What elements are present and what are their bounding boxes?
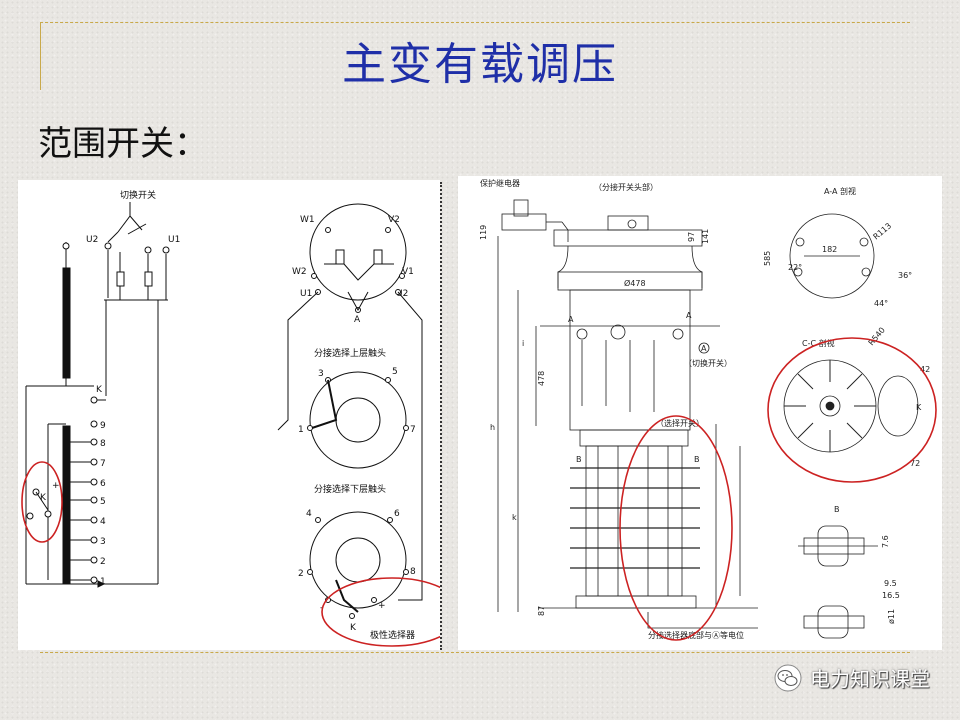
svg-text:K: K xyxy=(40,493,47,503)
upper-contacts-label: 分接选择上层触头 xyxy=(314,347,386,359)
watermark: 电力知识课堂 xyxy=(774,663,930,692)
selector-highlight xyxy=(619,415,733,641)
svg-text:7: 7 xyxy=(100,459,106,469)
svg-text:V2: V2 xyxy=(388,215,400,225)
svg-text:478: 478 xyxy=(537,371,546,386)
svg-text:1: 1 xyxy=(298,425,304,435)
svg-text:44°: 44° xyxy=(874,299,888,308)
svg-text:B: B xyxy=(694,455,700,464)
svg-text:3: 3 xyxy=(318,369,324,379)
svg-text:R540: R540 xyxy=(867,326,887,348)
cc-section-highlight xyxy=(767,337,937,483)
svg-text:6: 6 xyxy=(100,479,106,489)
section-aa-label: A-A 剖视 xyxy=(824,186,856,196)
svg-text:+: + xyxy=(378,601,386,611)
svg-text:6: 6 xyxy=(394,509,400,519)
svg-text:ø11: ø11 xyxy=(887,609,896,624)
svg-text:7: 7 xyxy=(410,425,416,435)
svg-text:R113: R113 xyxy=(872,221,894,241)
top-rule xyxy=(40,22,910,23)
svg-text:72: 72 xyxy=(910,459,920,468)
svg-text:119: 119 xyxy=(479,225,488,240)
svg-text:9: 9 xyxy=(100,421,106,431)
svg-text:U2: U2 xyxy=(396,289,408,299)
schematic-panel: 切换开关 U2 U1 K 9 8 7 6 5 4 3 2 1 xyxy=(18,180,440,650)
svg-text:4: 4 xyxy=(306,509,312,519)
svg-text:87: 87 xyxy=(537,606,546,616)
lower-contacts-label: 分接选择下层触头 xyxy=(314,483,386,495)
svg-text:k: k xyxy=(512,513,517,522)
page-title: 主变有载调压 xyxy=(342,39,618,90)
svg-text:182: 182 xyxy=(822,245,837,254)
svg-text:B: B xyxy=(834,505,840,514)
svg-text:Ø478: Ø478 xyxy=(624,278,646,288)
watermark-text: 电力知识课堂 xyxy=(810,667,930,691)
panel-separator xyxy=(440,182,442,650)
polarity-highlight xyxy=(21,461,63,543)
svg-text:h: h xyxy=(490,423,495,432)
svg-text:585: 585 xyxy=(763,251,772,266)
bottom-note: 分接选择器底部与Ⓐ等电位 xyxy=(648,630,744,640)
relay-label: 保护继电器 xyxy=(480,178,520,188)
wechat-icon xyxy=(774,664,802,691)
svg-text:U1: U1 xyxy=(300,289,312,299)
svg-text:A: A xyxy=(354,315,361,325)
svg-text:9.5: 9.5 xyxy=(884,579,897,588)
svg-text:+: + xyxy=(52,481,60,491)
svg-text:8: 8 xyxy=(100,439,106,449)
u2-label: U2 xyxy=(86,235,98,245)
polarity-selector-highlight xyxy=(321,577,440,647)
svg-text:W1: W1 xyxy=(300,215,315,225)
k-label: K xyxy=(96,385,103,395)
svg-text:36°: 36° xyxy=(898,271,912,280)
svg-text:22°: 22° xyxy=(788,263,802,272)
tap-contacts: 9 8 7 6 5 4 3 2 1 xyxy=(90,420,106,587)
svg-text:2: 2 xyxy=(100,557,106,567)
svg-text:2: 2 xyxy=(298,569,304,579)
svg-text:A: A xyxy=(686,311,692,320)
svg-text:K: K xyxy=(916,403,922,412)
svg-text:B: B xyxy=(576,455,582,464)
svg-text:V1: V1 xyxy=(402,267,414,277)
svg-text:A: A xyxy=(568,315,574,324)
polarity-selector-label: 极性选择器 xyxy=(370,629,415,641)
svg-text:i: i xyxy=(522,339,524,348)
bottom-rule xyxy=(40,652,910,653)
svg-text:5: 5 xyxy=(100,497,106,507)
svg-text:1: 1 xyxy=(100,577,106,587)
selector-label: （选择开关） xyxy=(656,418,704,428)
section-heading: 范围开关： xyxy=(38,124,208,164)
left-rule xyxy=(40,22,41,90)
switch-label: 切换开关 xyxy=(120,189,156,201)
svg-text:7.6: 7.6 xyxy=(881,535,890,548)
svg-text:16.5: 16.5 xyxy=(882,591,900,600)
svg-text:5: 5 xyxy=(392,367,398,377)
svg-text:3: 3 xyxy=(100,537,106,547)
u1-label: U1 xyxy=(168,235,180,245)
switch-a-label: （切换开关） xyxy=(684,358,732,368)
svg-text:4: 4 xyxy=(100,517,106,527)
svg-text:42: 42 xyxy=(920,365,930,374)
drawing-panel: 保护继电器 （分接开关头部） Ø478 119 97 141 A A A （切换… xyxy=(458,176,942,650)
svg-text:97: 97 xyxy=(687,232,696,242)
svg-text:A: A xyxy=(701,344,707,353)
head-label: （分接开关头部） xyxy=(594,182,658,192)
svg-text:141: 141 xyxy=(701,229,710,244)
svg-text:8: 8 xyxy=(410,567,416,577)
svg-text:K: K xyxy=(350,623,357,633)
svg-text:W2: W2 xyxy=(292,267,307,277)
